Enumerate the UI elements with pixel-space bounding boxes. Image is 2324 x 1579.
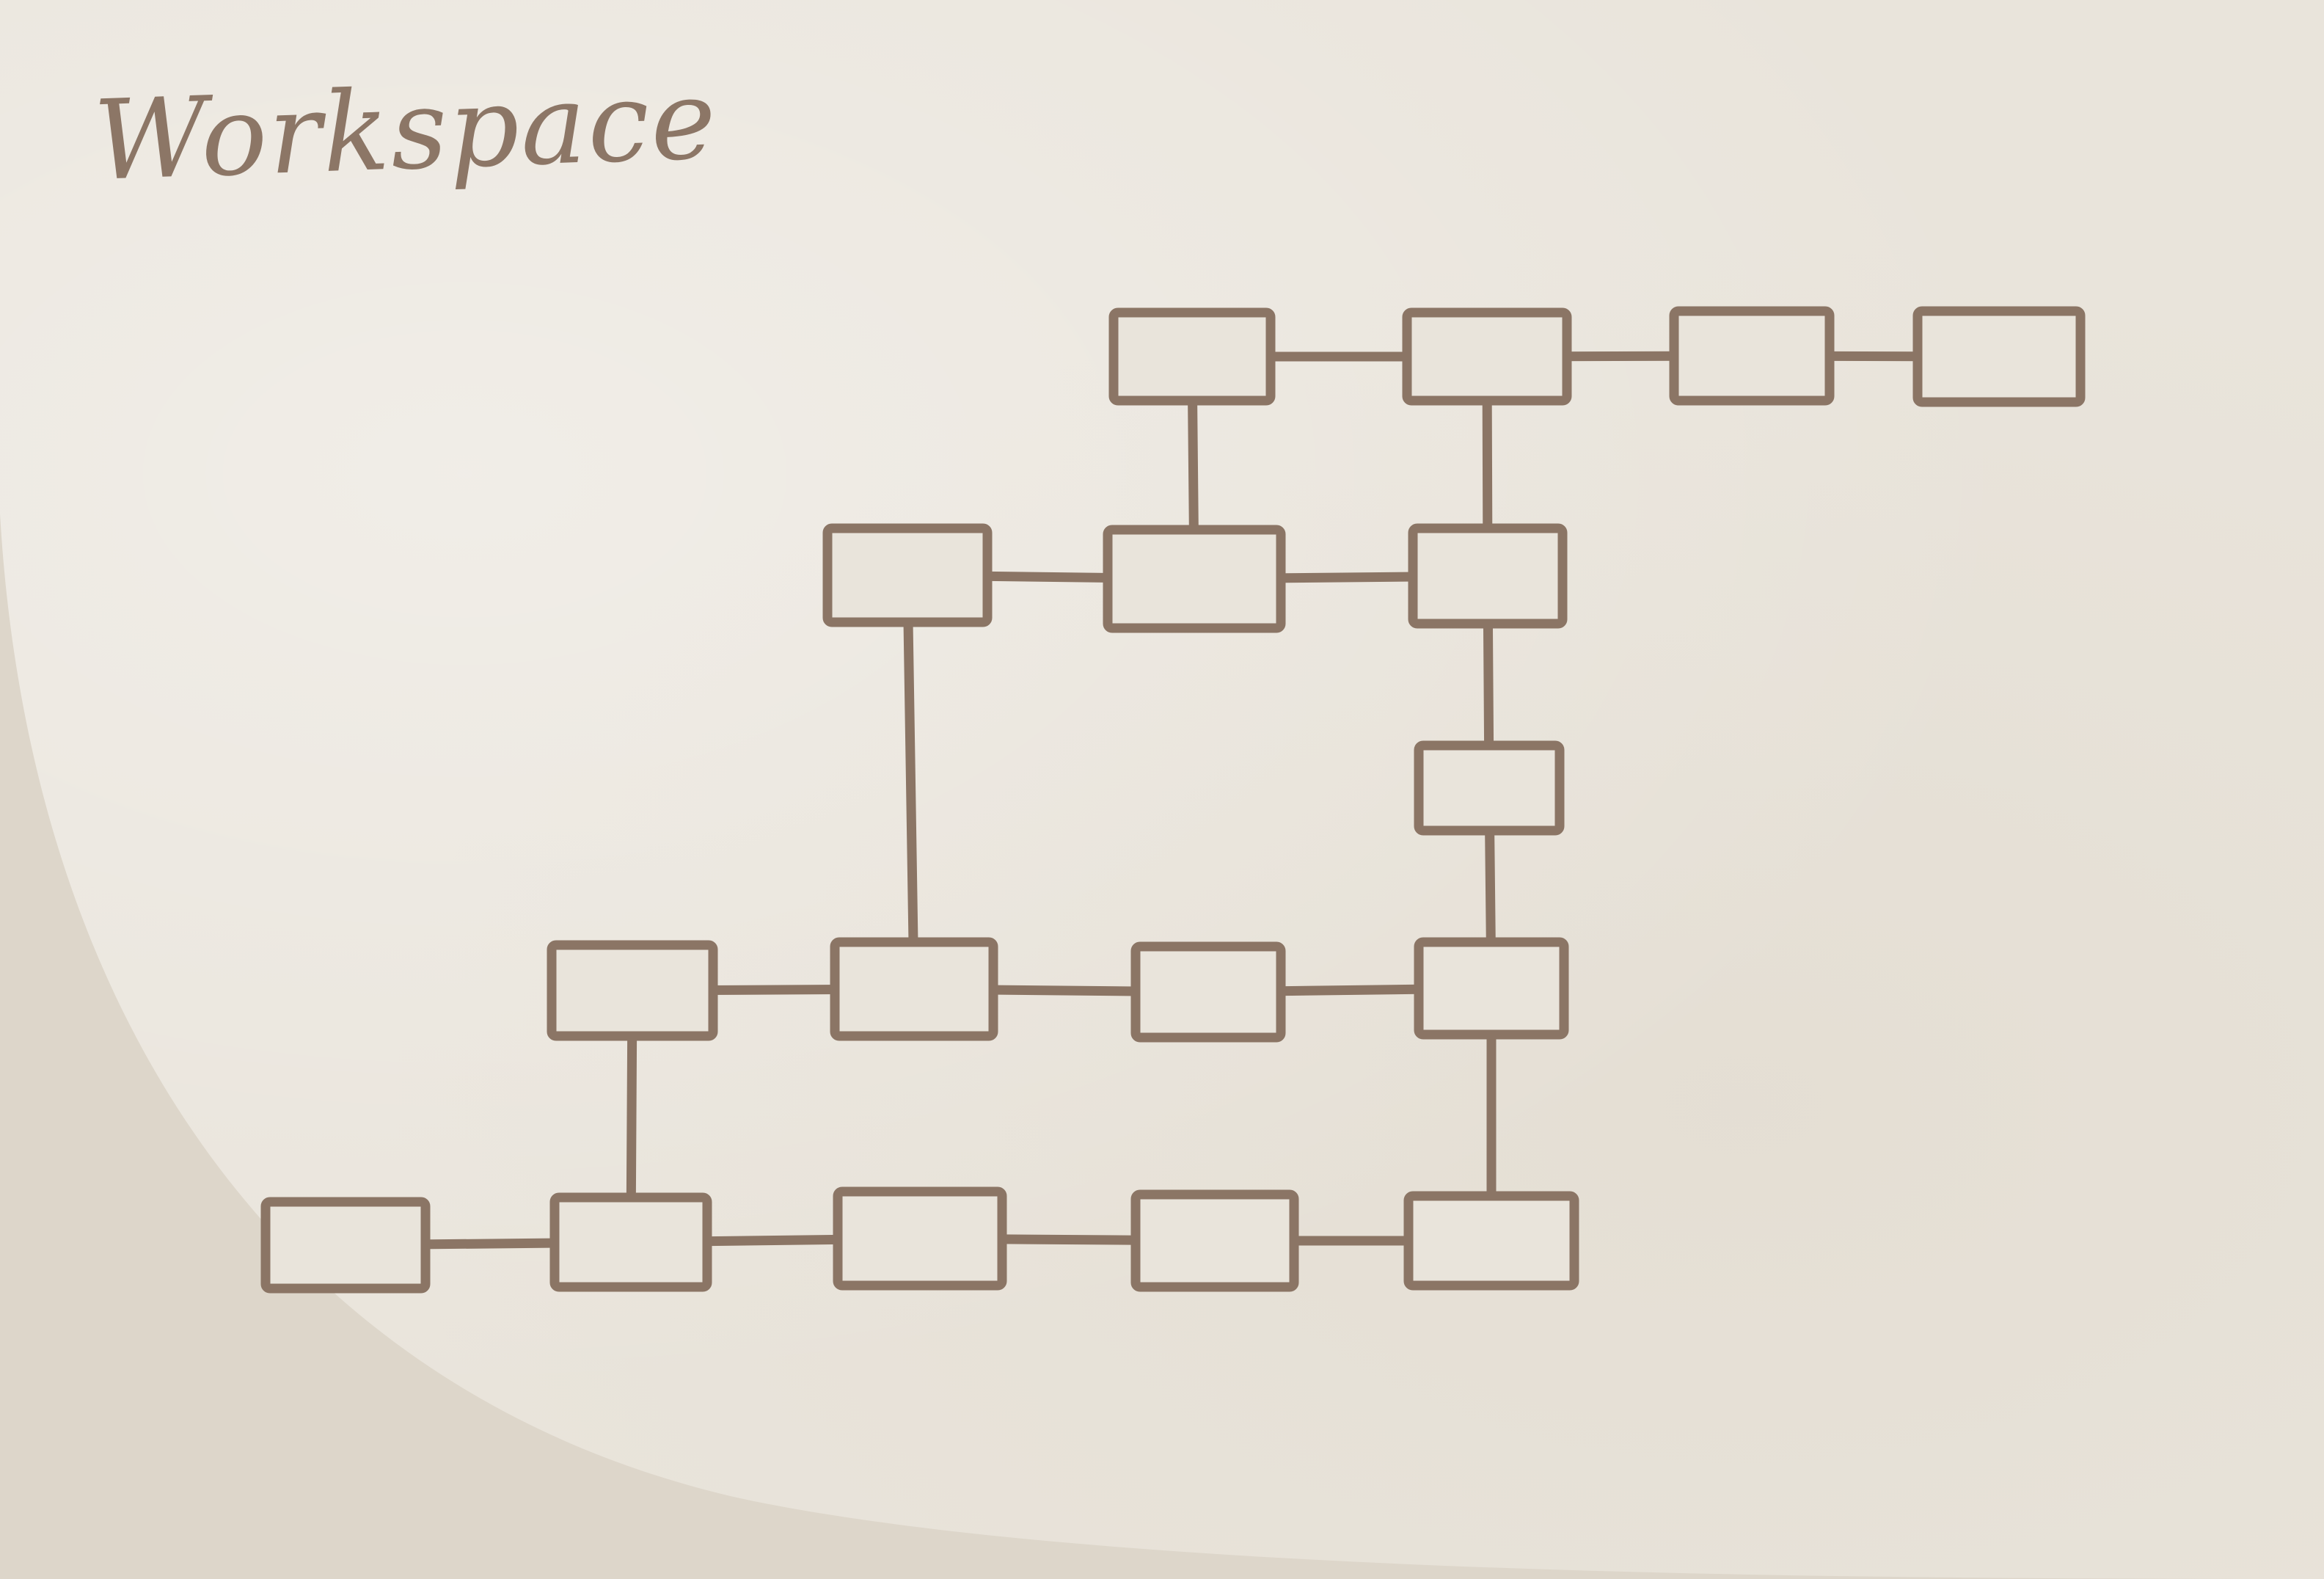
nodes-layer: [260, 306, 2086, 1294]
node-box-n2[interactable]: [1402, 307, 1572, 406]
node-box-n7[interactable]: [1408, 523, 1568, 629]
node-box-n8[interactable]: [1414, 740, 1565, 836]
node-box-n10[interactable]: [830, 937, 998, 1041]
node-box-n3[interactable]: [1669, 306, 1835, 406]
node-box-n14[interactable]: [549, 1192, 712, 1292]
node-box-n1[interactable]: [1108, 307, 1276, 406]
shadow-curve: [0, 514, 2324, 1579]
node-box-n13[interactable]: [260, 1197, 431, 1294]
node-box-n9[interactable]: [547, 940, 718, 1041]
node-box-n5[interactable]: [822, 523, 993, 627]
node-box-n15[interactable]: [833, 1186, 1007, 1291]
edges-layer: [340, 351, 2004, 1250]
node-box-n17[interactable]: [1403, 1191, 1579, 1291]
node-box-n12[interactable]: [1414, 937, 1569, 1040]
node-box-n4[interactable]: [1912, 306, 2086, 407]
node-box-n16[interactable]: [1130, 1189, 1299, 1292]
node-box-n11[interactable]: [1130, 941, 1286, 1043]
node-box-n6[interactable]: [1103, 525, 1286, 633]
edge-n5-n10: [902, 570, 919, 994]
